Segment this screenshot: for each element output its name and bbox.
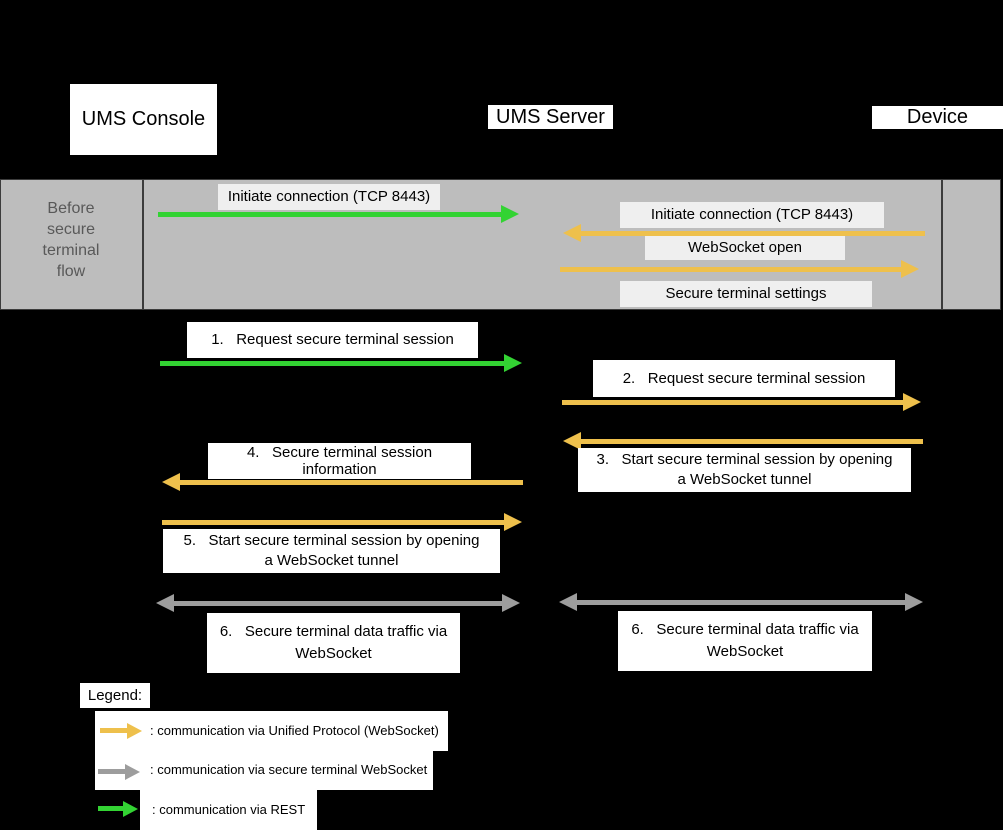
arrowhead-left-icon	[559, 593, 577, 611]
unified-arrow-icon	[563, 224, 925, 242]
band-msg-secure-settings-label: Secure terminal settings	[665, 285, 827, 302]
unified-arrow-icon	[100, 722, 142, 739]
band-divider-device	[941, 179, 943, 310]
arrowhead-right-icon	[504, 354, 522, 372]
unified-arrow-icon	[162, 473, 523, 491]
arrowhead-right-icon	[501, 205, 519, 223]
unified-arrow-icon	[560, 260, 919, 278]
arrowhead-left-icon	[563, 224, 581, 242]
terminal-websocket-arrow-icon	[559, 593, 923, 611]
arrowhead-right-icon	[905, 593, 923, 611]
step-4-box: 4. Secure terminal session information	[208, 443, 471, 479]
unified-arrow-icon	[562, 393, 921, 411]
actor-ums-server-label: UMS Server	[496, 105, 605, 128]
legend-item-unified: : communication via Unified Protocol (We…	[95, 711, 448, 751]
step-4-label: 4. Secure terminal session information	[246, 444, 433, 478]
rest-arrow-icon	[98, 800, 138, 817]
band-divider-console	[142, 179, 144, 310]
actor-ums-console: UMS Console	[70, 84, 217, 155]
band-msg-initiate-console: Initiate connection (TCP 8443)	[218, 184, 440, 210]
step-6-console-box: 6. Secure terminal data traffic via WebS…	[207, 613, 460, 673]
band-msg-initiate-device: Initiate connection (TCP 8443)	[620, 202, 884, 228]
terminal-websocket-arrow-icon	[98, 763, 140, 780]
band-msg-websocket-open: WebSocket open	[645, 236, 845, 260]
step-2-label: 2. Request secure terminal session	[622, 369, 866, 387]
rest-arrow-icon	[160, 354, 522, 372]
arrowhead-right-icon	[502, 594, 520, 612]
arrowhead-right-icon	[901, 260, 919, 278]
band-msg-initiate-device-label: Initiate connection (TCP 8443)	[650, 206, 854, 223]
actor-ums-console-label: UMS Console	[81, 108, 206, 130]
band-msg-secure-settings: Secure terminal settings	[620, 281, 872, 307]
unified-arrow-icon	[563, 432, 923, 450]
legend-item-unified-label: : communication via Unified Protocol (We…	[150, 723, 439, 738]
step-3-label: 3. Start secure terminal session by open…	[596, 451, 893, 488]
arrowhead-right-icon	[127, 722, 142, 739]
actor-device-label: Device	[906, 106, 969, 128]
terminal-websocket-arrow-icon	[156, 594, 520, 612]
step-6-device-box: 6. Secure terminal data traffic via WebS…	[618, 611, 872, 671]
band-msg-websocket-open-label: WebSocket open	[688, 239, 802, 256]
rest-arrow-icon	[158, 205, 519, 223]
arrowhead-left-icon	[156, 594, 174, 612]
step-3-box: 3. Start secure terminal session by open…	[578, 448, 911, 492]
arrowhead-right-icon	[123, 800, 138, 817]
arrowhead-left-icon	[563, 432, 581, 450]
legend-item-rest: : communication via REST	[140, 790, 317, 830]
step-5-box: 5. Start secure terminal session by open…	[163, 529, 500, 573]
legend-item-rest-label: : communication via REST	[152, 802, 306, 817]
unified-arrow-icon	[162, 513, 522, 531]
arrowhead-right-icon	[125, 763, 140, 780]
step-5-label: 5. Start secure terminal session by open…	[183, 532, 480, 569]
step-6-console-label: 6. Secure terminal data traffic via WebS…	[219, 623, 448, 662]
arrowhead-right-icon	[504, 513, 522, 531]
step-6-device-label: 6. Secure terminal data traffic via WebS…	[631, 621, 859, 660]
arrowhead-right-icon	[903, 393, 921, 411]
step-2-box: 2. Request secure terminal session	[593, 360, 895, 397]
band-row-label: Before secure terminal flow	[42, 200, 100, 280]
band-msg-initiate-console-label: Initiate connection (TCP 8443)	[227, 188, 431, 205]
actor-device: Device	[872, 106, 1003, 129]
arrowhead-left-icon	[162, 473, 180, 491]
legend-title-box: Legend:	[80, 683, 150, 708]
legend-title-label: Legend:	[87, 687, 143, 704]
step-1-box: 1. Request secure terminal session	[187, 322, 478, 358]
legend-item-terminal-websocket-label: : communication via secure terminal WebS…	[150, 761, 428, 777]
actor-ums-server: UMS Server	[488, 105, 613, 129]
legend-item-terminal-websocket: : communication via secure terminal WebS…	[95, 749, 433, 790]
step-1-label: 1. Request secure terminal session	[211, 331, 454, 348]
